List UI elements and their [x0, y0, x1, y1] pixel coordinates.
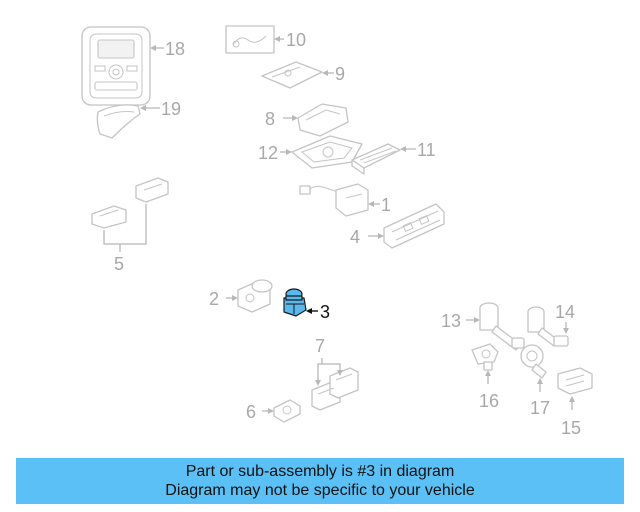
callout-9: 9 — [322, 64, 345, 84]
svg-text:13: 13 — [441, 311, 461, 331]
svg-text:9: 9 — [335, 64, 345, 84]
part-12-tray[interactable] — [291, 135, 363, 169]
callout-15: 15 — [561, 396, 581, 438]
callout-13: 13 — [441, 311, 480, 331]
part-17-sensor[interactable] — [520, 344, 547, 379]
banner-line-disclaimer: Diagram may not be specific to your vehi… — [165, 482, 475, 499]
part-18-control-unit[interactable] — [81, 26, 151, 106]
svg-text:16: 16 — [479, 391, 499, 411]
callout-18: 18 — [150, 39, 185, 59]
svg-text:19: 19 — [161, 99, 181, 119]
svg-text:8: 8 — [265, 109, 275, 129]
svg-text:12: 12 — [258, 143, 278, 163]
callout-6: 6 — [246, 402, 274, 422]
part-6-connector[interactable] — [273, 399, 301, 423]
part-16-sensor[interactable] — [471, 343, 499, 371]
callout-7: 7 — [315, 336, 343, 386]
callout-11: 11 — [400, 140, 436, 160]
callout-19: 19 — [140, 99, 181, 119]
callout-4: 4 — [350, 227, 384, 247]
svg-text:10: 10 — [286, 30, 306, 50]
svg-text:2: 2 — [209, 289, 219, 309]
svg-text:11: 11 — [417, 140, 436, 160]
callout-12: 12 — [258, 143, 292, 163]
svg-text:4: 4 — [350, 227, 360, 247]
callout-5: 5 — [103, 204, 147, 274]
callout-2: 2 — [209, 289, 238, 309]
part-14-pedal-switch[interactable] — [527, 306, 569, 347]
part-9-plate[interactable] — [261, 61, 323, 89]
svg-text:14: 14 — [555, 302, 575, 322]
callout-10: 10 — [274, 30, 306, 50]
part-11-switch-panel[interactable] — [351, 143, 401, 175]
callout-8: 8 — [265, 109, 298, 129]
callout-14: 14 — [555, 302, 575, 334]
svg-text:17: 17 — [530, 398, 550, 418]
svg-text:6: 6 — [246, 402, 256, 422]
svg-text:1: 1 — [381, 195, 391, 215]
svg-text:15: 15 — [561, 418, 581, 438]
part-5-switch-pair[interactable] — [91, 177, 169, 229]
part-10-sensor[interactable] — [225, 25, 275, 54]
part-19-trim-bezel[interactable] — [96, 104, 141, 139]
info-banner: Part or sub-assembly is #3 in diagram Di… — [16, 458, 624, 504]
svg-text:5: 5 — [114, 254, 124, 274]
callout-17: 17 — [530, 378, 550, 418]
part-15-switch[interactable] — [557, 367, 593, 395]
part-13-pedal-switch[interactable] — [479, 302, 525, 351]
callout-16: 16 — [479, 370, 499, 411]
part-2-actuator[interactable] — [237, 279, 273, 313]
part-3-highlighted[interactable] — [283, 288, 307, 317]
callout-3: 3 — [306, 302, 330, 322]
part-7-dual-switch[interactable] — [311, 367, 359, 411]
part-1-switch[interactable] — [299, 183, 369, 217]
part-8-cover[interactable] — [297, 103, 349, 137]
callout-1: 1 — [368, 195, 391, 215]
svg-text:7: 7 — [315, 336, 325, 356]
svg-text:18: 18 — [165, 39, 185, 59]
part-4-switch-bank[interactable] — [383, 203, 445, 249]
banner-line-part-info: Part or sub-assembly is #3 in diagram — [185, 463, 455, 480]
svg-text:3: 3 — [320, 302, 330, 322]
